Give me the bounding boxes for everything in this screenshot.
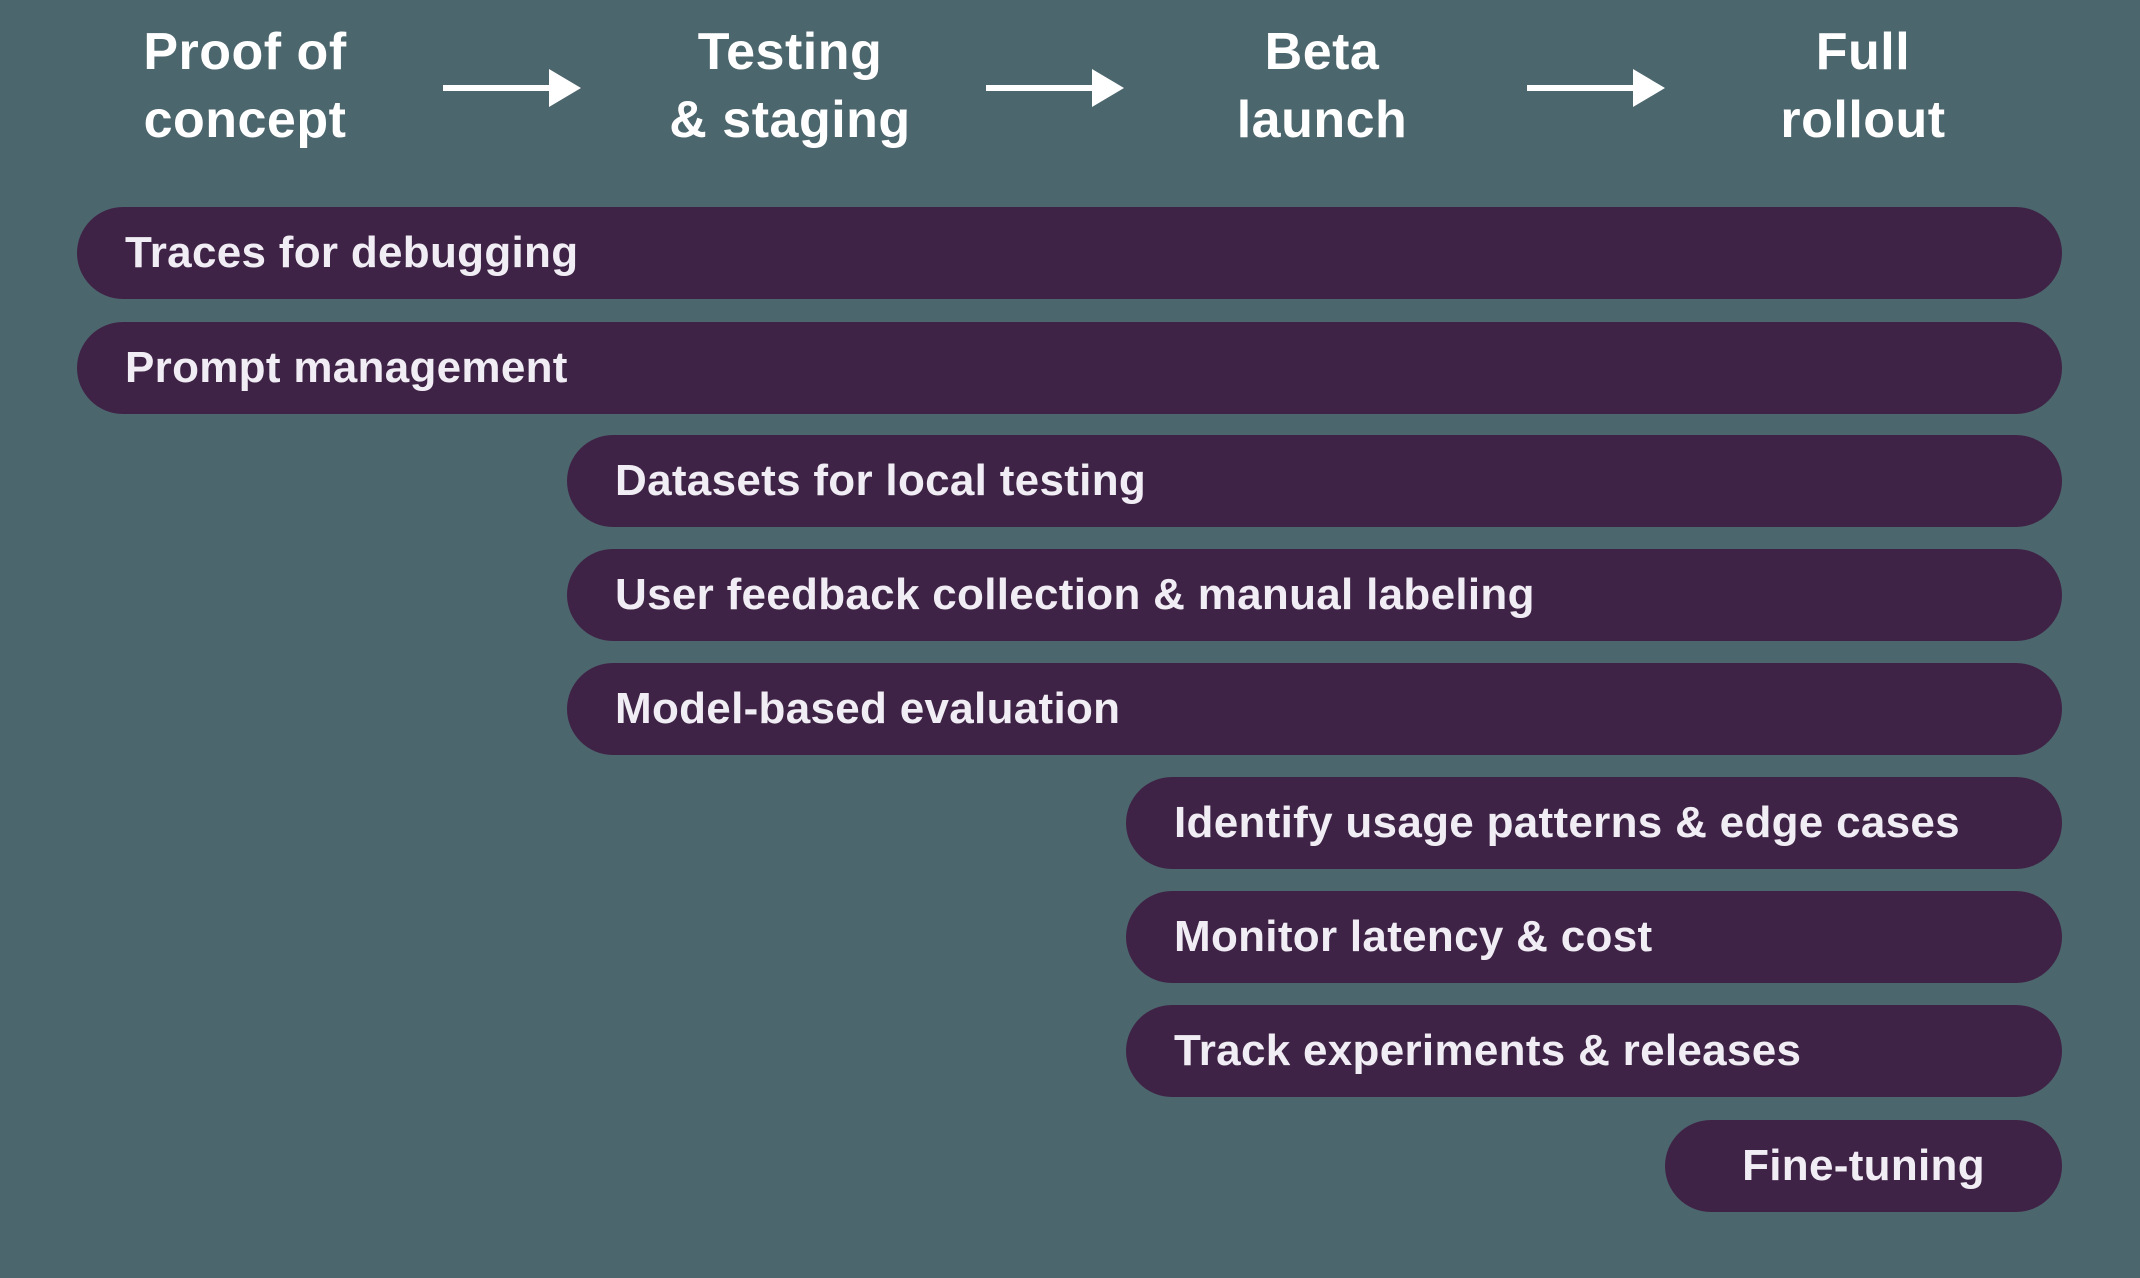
stage-header-full-rollout: Full rollout [1643,14,2083,160]
stage-label-line: Full [1815,23,1911,82]
bar-label: Fine-tuning [1742,1141,1985,1190]
bar-prompt-management: Prompt management [77,322,2062,414]
bar-label: Prompt management [125,343,568,392]
stage-label-line: Beta [1264,23,1380,82]
bar-label: User feedback collection & manual labeli… [615,570,1535,619]
bar-label: Datasets for local testing [615,456,1147,505]
bar-label: Traces for debugging [125,228,579,277]
bar-user-feedback-collection-manual-labeling: User feedback collection & manual labeli… [567,549,2062,641]
arrow-right-icon [1525,68,1665,108]
bar-traces-for-debugging: Traces for debugging [77,207,2062,299]
arrow-right-icon [984,68,1124,108]
bar-fine-tuning: Fine-tuning [1665,1120,2062,1212]
stage-label-line: Proof of [143,23,347,82]
bar-label: Track experiments & releases [1174,1026,1802,1075]
bar-datasets-for-local-testing: Datasets for local testing [567,435,2062,527]
bar-model-based-evaluation: Model-based evaluation [567,663,2062,755]
stage-header-testing-staging: Testing & staging [570,14,1010,160]
stage-header-beta-launch: Beta launch [1102,14,1542,160]
arrow-right-icon [441,68,581,108]
stage-label-line: rollout [1780,91,1946,149]
bar-monitor-latency-cost: Monitor latency & cost [1126,891,2062,983]
stage-label-line: & staging [669,91,911,149]
stage-label-line: concept [143,91,347,149]
bar-label: Identify usage patterns & edge cases [1174,798,1960,847]
bar-track-experiments-releases: Track experiments & releases [1126,1005,2062,1097]
bar-identify-usage-patterns-edge-cases: Identify usage patterns & edge cases [1126,777,2062,869]
stage-label-line: Testing [697,23,883,82]
bar-label: Model-based evaluation [615,684,1121,733]
stage-label-line: launch [1236,91,1408,149]
stage-header-proof-of-concept: Proof of concept [25,14,465,160]
bar-label: Monitor latency & cost [1174,912,1653,961]
